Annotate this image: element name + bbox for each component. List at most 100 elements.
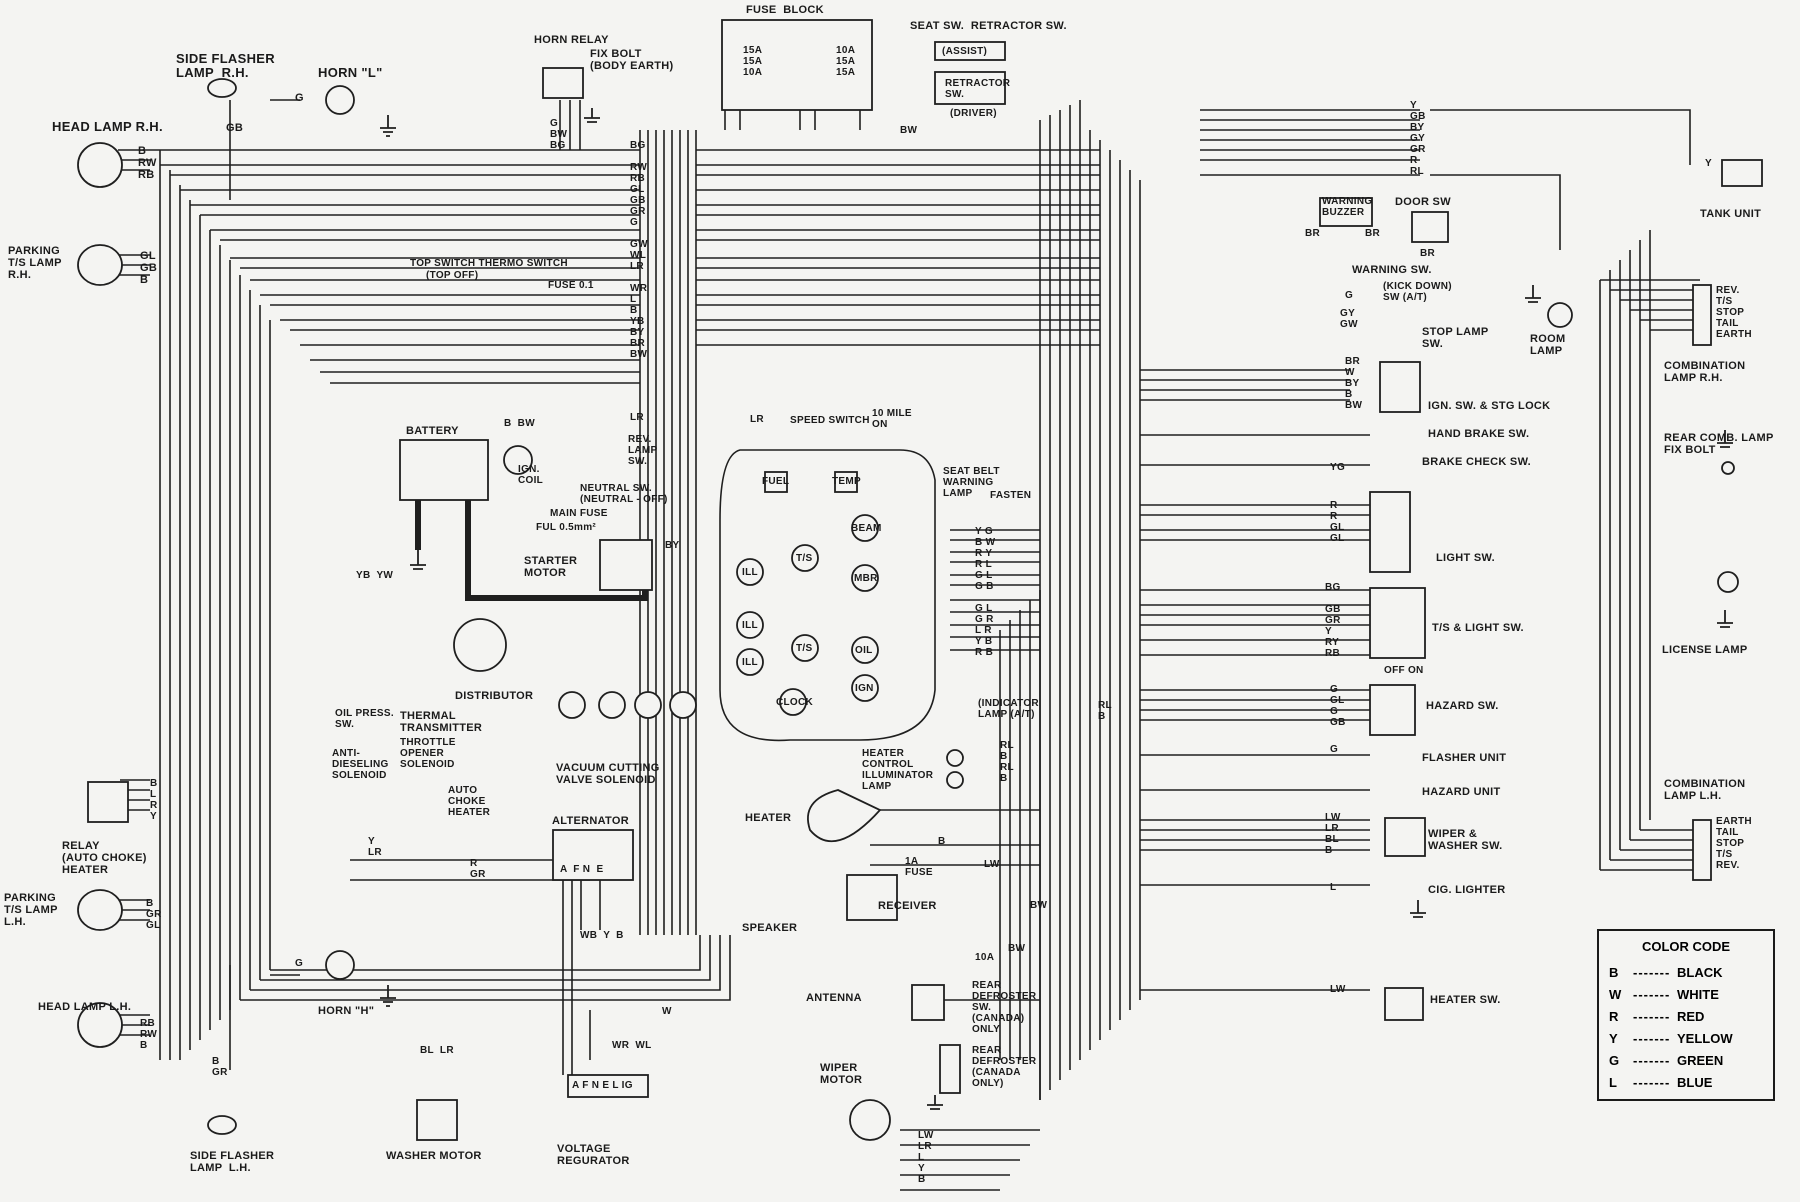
gauge-oil: OIL: [855, 645, 873, 656]
hazard-sw: [1369, 684, 1416, 736]
wire-wr-wl: WR WL: [612, 1040, 652, 1051]
gauge-temp: TEMP: [832, 476, 861, 487]
legend-row: Y-------YELLOW: [1609, 1031, 1733, 1046]
wire-head-rh: B RW RB: [138, 145, 157, 181]
horn-relay: [542, 67, 584, 99]
hand-brake-label: HAND BRAKE SW.: [1428, 428, 1530, 440]
distributor-label: DISTRIBUTOR: [455, 690, 534, 702]
wire-g-horn-h: G: [295, 958, 304, 969]
hazard-sw-label: HAZARD SW.: [1426, 700, 1499, 712]
gauge-ill-2: ILL: [742, 620, 758, 631]
fuses-left: 15A 15A 10A: [743, 45, 763, 78]
wire-g-kick: G: [1345, 290, 1354, 301]
brake-check-label: BRAKE CHECK SW.: [1422, 456, 1532, 468]
wire-tank-y: Y: [1705, 158, 1712, 169]
wire-br-1: BR: [1305, 228, 1321, 239]
wiper-washer-sw-label: WIPER & WASHER SW.: [1428, 828, 1503, 852]
seat-sw: [934, 41, 1006, 61]
fasten-label: FASTEN: [990, 490, 1032, 501]
legend-row: B-------BLACK: [1609, 965, 1723, 980]
comb-lamp-lh-label: COMBINATION LAMP L.H.: [1664, 778, 1746, 802]
license-lamp-label: LICENSE LAMP: [1662, 644, 1748, 656]
ign-sw-label: IGN. SW. & STG LOCK: [1428, 400, 1551, 412]
legend-title: COLOR CODE: [1641, 939, 1731, 954]
wire-yg: YG: [1330, 462, 1346, 473]
horn-h: [325, 950, 355, 980]
gauge-fuel: FUEL: [762, 476, 790, 487]
wire-g-horn: G: [295, 92, 304, 104]
indicator-label: (INDICATOR LAMP (A/T): [978, 698, 1039, 720]
neutral-sw-label: NEUTRAL SW. (NEUTRAL - OFF): [580, 483, 668, 505]
legend-row: W-------WHITE: [1609, 987, 1719, 1002]
stop-lamp-label: STOP LAMP SW.: [1422, 326, 1489, 350]
wire-right-top: Y GB BY GY GR R RL: [1410, 100, 1426, 177]
legend-row: L-------BLUE: [1609, 1075, 1713, 1090]
wire-wb-y-b: WB Y B: [580, 930, 624, 941]
combination-lamp-rh: [1692, 284, 1712, 346]
wire-bw-fuse: BW: [1008, 943, 1026, 954]
room-lamp-label: ROOM LAMP: [1530, 333, 1566, 357]
wire-lw-fuse: LW: [984, 859, 1000, 870]
anti-dieseling-label: ANTI- DIESELING SOLENOID: [332, 748, 389, 781]
afne-label: A F N E: [560, 864, 604, 875]
side-flasher-lh: [207, 1115, 237, 1135]
heater-sw: [1384, 987, 1424, 1021]
wire-hc: RL B RL B: [1000, 740, 1014, 784]
wire-parking-rh: GL GB B: [140, 250, 158, 286]
wire-ts: BG GB GR Y RY RB: [1325, 582, 1341, 659]
wire-lr: LR: [630, 412, 644, 423]
horn-relay-label: HORN RELAY: [534, 34, 609, 46]
retractor-sw: [934, 71, 1006, 105]
seat-belt-lamp-label: SEAT BELT WARNING LAMP: [943, 466, 1000, 499]
side-flasher-lh-label: SIDE FLASHER LAMP L.H.: [190, 1150, 275, 1174]
ign-coil-label: IGN. COIL: [518, 464, 544, 486]
rear-defroster-sw: [911, 984, 945, 1021]
wire-center-top: BG RW RB GL GB GR G GW WL LR WR L B YB B…: [630, 140, 648, 360]
driver-label: (DRIVER): [950, 108, 997, 119]
wire-hazard: G GL G GB: [1330, 684, 1346, 728]
wire-meter: Y G B W R Y R L G L G B G L G R L R Y B …: [975, 526, 996, 658]
side-flasher-rh: [207, 78, 237, 98]
comb-lh-terms: EARTH TAIL STOP T/S REV.: [1716, 816, 1752, 871]
speaker-label: SPEAKER: [742, 922, 798, 934]
gauge-ign: IGN: [855, 683, 874, 694]
wire-b-bw: B BW: [504, 418, 535, 429]
wire-lr-speed: LR: [750, 414, 764, 425]
wire-gb-rh: GB: [226, 122, 244, 134]
battery-label: BATTERY: [406, 425, 459, 437]
ts-light-sw: [1369, 587, 1426, 659]
wire-l-cig: L: [1330, 882, 1337, 893]
gauge-beam: BEAM: [851, 523, 882, 534]
wire-bw-top: BW: [900, 125, 918, 136]
wiper-washer-sw: [1384, 817, 1426, 857]
alternator: [552, 829, 634, 881]
parking-lamp-rh: [77, 244, 123, 286]
throttle-label: THROTTLE OPENER SOLENOID: [400, 737, 456, 770]
tank-unit-label: TANK UNIT: [1700, 208, 1762, 220]
antenna-label: ANTENNA: [806, 992, 862, 1004]
distributor: [453, 618, 507, 672]
parking-lamp-lh: [77, 889, 123, 931]
rear-defroster-label: REAR DEFROSTER (CANADA ONLY): [972, 1045, 1037, 1089]
wire-by: BY: [665, 540, 680, 551]
wire-b-heater: B: [938, 836, 946, 847]
seat-sw-label: SEAT SW. RETRACTOR SW.: [910, 20, 1067, 32]
wire-side-lh: B GR: [212, 1056, 228, 1078]
fuse-block-label: FUSE BLOCK: [746, 4, 824, 16]
wire-y-lr: Y LR: [368, 836, 382, 858]
head-lamp-rh-label: HEAD LAMP R.H.: [52, 119, 163, 134]
fuse-10a-label: 10A: [975, 952, 995, 963]
horn-l-label: HORN "L": [318, 65, 383, 80]
afnelig-label: A F N E L IG: [572, 1080, 633, 1091]
battery: [399, 439, 489, 501]
heater-label: HEATER: [745, 812, 792, 824]
wire-br-3: BR: [1420, 248, 1436, 259]
ign-coil: [503, 445, 533, 475]
gauge-ts-2: T/S: [796, 643, 813, 654]
voltage-regulator: [567, 1074, 649, 1098]
top-off-label: (TOP OFF): [426, 270, 479, 281]
comb-lamp-rh-label: COMBINATION LAMP R.H.: [1664, 360, 1746, 384]
speed-switch-label: SPEED SWITCH: [790, 415, 870, 426]
relay-auto-choke: [87, 781, 129, 823]
